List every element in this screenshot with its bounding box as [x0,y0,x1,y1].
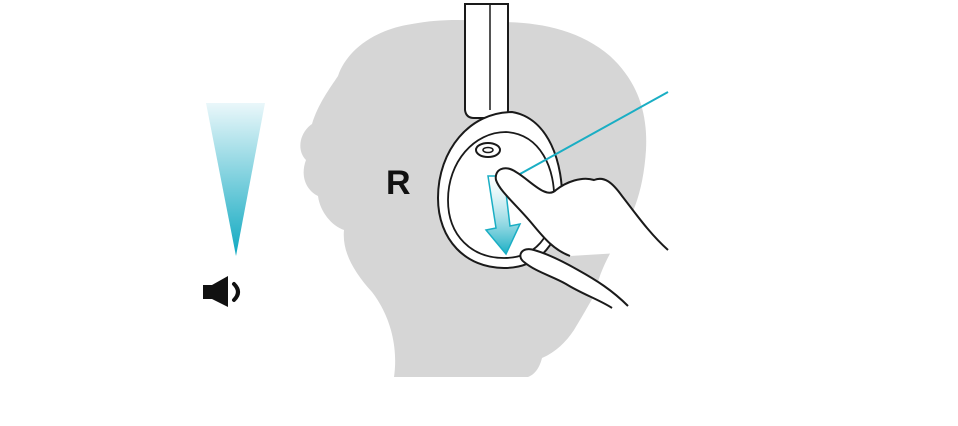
hand-upper-finger [494,167,669,257]
callout-line [519,91,669,175]
hand-thumb [519,248,629,309]
headband [464,3,509,119]
right-side-label: R [386,164,411,202]
volume-decrease-wedge [206,103,265,256]
volume-down-icon [203,276,240,307]
ear-cup-button [475,142,501,158]
